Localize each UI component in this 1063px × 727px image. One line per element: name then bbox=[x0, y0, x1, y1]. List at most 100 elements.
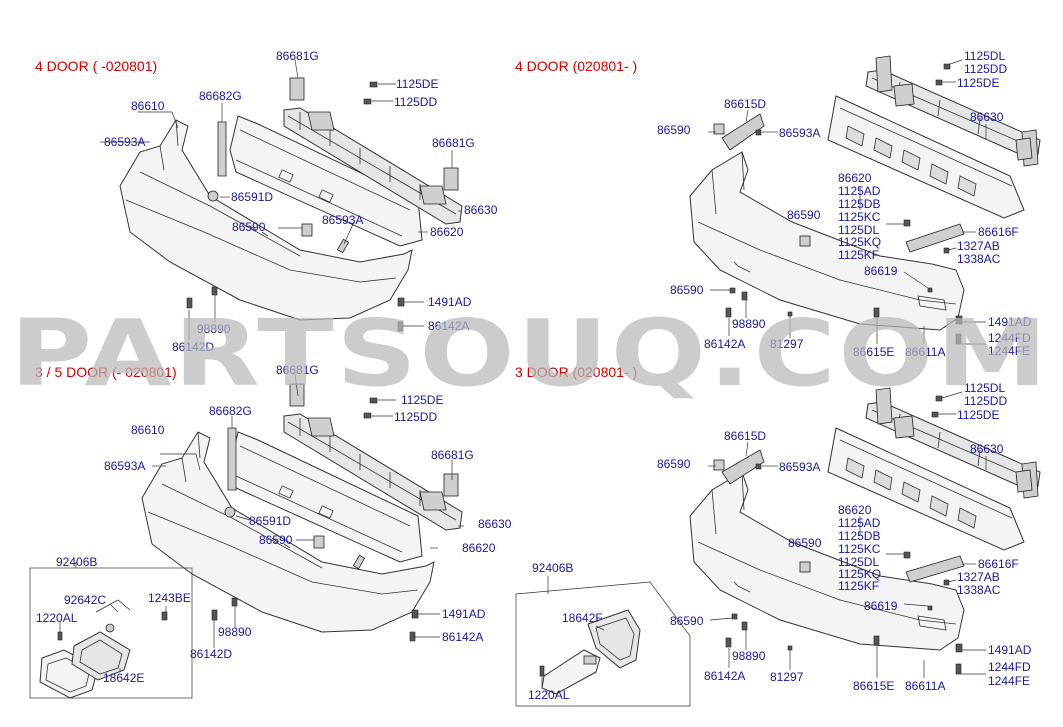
clip-icon bbox=[713, 459, 725, 471]
callout-label: 1491AD bbox=[428, 295, 472, 309]
callout-label: 86619 bbox=[864, 264, 898, 278]
callout-label: 1491AD bbox=[442, 607, 486, 621]
callout-label: 86630 bbox=[970, 442, 1004, 456]
callout-label: 98890 bbox=[218, 625, 252, 639]
bracket-icon bbox=[721, 449, 765, 485]
callout-label: 1338AC bbox=[957, 583, 1001, 597]
callout-label: 1125DL bbox=[964, 381, 1005, 395]
callout-label: 86630 bbox=[464, 203, 498, 217]
clip-icon bbox=[207, 190, 219, 202]
callout-label: 92406B bbox=[56, 555, 97, 569]
callout-label: 86590 bbox=[670, 614, 704, 628]
section-title: 4 DOOR (020801- ) bbox=[515, 58, 637, 74]
callout-label: 18642F bbox=[562, 611, 603, 625]
callout-label: 1244FE bbox=[988, 674, 1030, 688]
section-4door-old: 4 DOOR ( -020801) 86681G 1125DE 1125DD 8… bbox=[35, 49, 498, 354]
callout-label: 86142A bbox=[704, 337, 745, 351]
callout-label: 86590 bbox=[259, 533, 293, 547]
callout-label: 1125KQ bbox=[838, 567, 881, 581]
callout-label: 86591D bbox=[231, 190, 273, 204]
callout-label: 86610 bbox=[131, 99, 165, 113]
clip-icon bbox=[336, 238, 350, 254]
bracket-icon bbox=[905, 555, 965, 583]
callouts: 86681G 1125DE 1125DD 86682G 86610 86593A… bbox=[36, 363, 512, 685]
callout-label: 86615E bbox=[853, 679, 894, 693]
callout-label: 86620 bbox=[838, 503, 872, 517]
callout-label: 1125KC bbox=[838, 542, 881, 556]
bracket-icon bbox=[721, 113, 765, 151]
callout-label: 1220AL bbox=[36, 611, 78, 625]
callout-label: 86593A bbox=[779, 460, 820, 474]
callout-label: 86610 bbox=[131, 423, 165, 437]
callout-label: 86611A bbox=[905, 345, 945, 359]
callout-label: 1125DL bbox=[964, 49, 1005, 63]
section-title: 3 / 5 DOOR (- 020801) bbox=[35, 364, 177, 380]
callout-label: 86616F bbox=[978, 557, 1019, 571]
callout-label: 1125DD bbox=[964, 394, 1007, 408]
callout-label: 1125DE bbox=[401, 393, 443, 407]
callout-label: 1338AC bbox=[957, 252, 1001, 266]
callout-label: 86590 bbox=[657, 457, 691, 471]
callout-label: 1125DB bbox=[838, 529, 880, 543]
callout-label: 86142A bbox=[442, 630, 483, 644]
callout-label: 86682G bbox=[199, 89, 242, 103]
callout-label: 92406B bbox=[532, 561, 573, 575]
clip-icon bbox=[224, 506, 236, 518]
callout-label: 1244FD bbox=[988, 660, 1031, 674]
callout-label: 92642C bbox=[64, 593, 106, 607]
callout-label: 1125DL bbox=[838, 223, 879, 237]
callout-label: 86630 bbox=[970, 110, 1004, 124]
callout-label: 86615D bbox=[724, 429, 766, 443]
callout-label: 1327AB bbox=[957, 570, 1000, 584]
callout-label: 86593A bbox=[104, 135, 145, 149]
section-3door-new: 3 DOOR (020801- ) 1125DL bbox=[515, 364, 1041, 707]
callout-label: 98890 bbox=[197, 322, 231, 336]
callout-label: 86682G bbox=[209, 404, 252, 418]
callout-label: 1125DE bbox=[957, 76, 999, 90]
callout-label: 98890 bbox=[732, 649, 766, 663]
callout-label: 86615D bbox=[724, 97, 766, 111]
callout-label: 86591D bbox=[249, 514, 291, 528]
callout-label: 86593A bbox=[779, 126, 820, 140]
callout-label: 86611A bbox=[905, 679, 945, 693]
section-4door-new: 4 DOOR (020801- ) 1125DL 1125DD 1125DE 8… bbox=[515, 49, 1041, 359]
callout-label: 1125DE bbox=[957, 408, 999, 422]
callout-label: 18642E bbox=[103, 671, 144, 685]
callout-label: 86681G bbox=[432, 136, 475, 150]
callout-label: 86142A bbox=[428, 319, 469, 333]
callout-label: 81297 bbox=[770, 670, 804, 684]
callout-label: 86590 bbox=[787, 208, 821, 222]
callout-label: 1327AB bbox=[957, 239, 1000, 253]
section-title: 4 DOOR ( -020801) bbox=[35, 58, 157, 74]
callout-label: 86590 bbox=[232, 220, 266, 234]
callout-label: 86615E bbox=[853, 345, 894, 359]
clip-icon bbox=[713, 123, 725, 135]
callouts: 86681G 1125DE 1125DD 86682G 86610 86593A… bbox=[104, 49, 498, 354]
callout-label: 86593A bbox=[104, 459, 145, 473]
callout-label: 86681G bbox=[276, 363, 319, 377]
callout-label: 1491AD bbox=[988, 643, 1032, 657]
callout-label: 1125DE bbox=[396, 77, 438, 91]
callout-label: 86681G bbox=[276, 49, 319, 63]
bracket-icon bbox=[227, 427, 237, 491]
callout-label: 1125DD bbox=[964, 62, 1007, 76]
callout-label: 1125DL bbox=[838, 555, 879, 569]
callout-label: 1243BE bbox=[148, 591, 191, 605]
callout-label: 1244FE bbox=[988, 344, 1030, 358]
callouts: 1125DL 1125DD 1125DE 86615D 86590 86593A… bbox=[528, 381, 1032, 702]
section-title: 3 DOOR (020801- ) bbox=[515, 364, 637, 380]
callout-label: 86620 bbox=[430, 225, 464, 239]
callout-label: 86620 bbox=[462, 541, 496, 555]
callout-label: 1491AD bbox=[988, 315, 1032, 329]
callout-label: 1125DB bbox=[838, 197, 880, 211]
callout-label: 1125DD bbox=[394, 410, 437, 424]
callout-label: 86142D bbox=[172, 340, 214, 354]
callout-label: 1125KF bbox=[838, 248, 879, 262]
callout-label: 86619 bbox=[864, 599, 898, 613]
callout-label: 1220AL bbox=[528, 688, 570, 702]
callout-label: 1125KQ bbox=[838, 235, 881, 249]
callouts: 1125DL 1125DD 1125DE 86615D 86590 86593A… bbox=[657, 49, 1032, 359]
callout-label: 1125KC bbox=[838, 210, 881, 224]
callout-label: 86630 bbox=[478, 517, 512, 531]
